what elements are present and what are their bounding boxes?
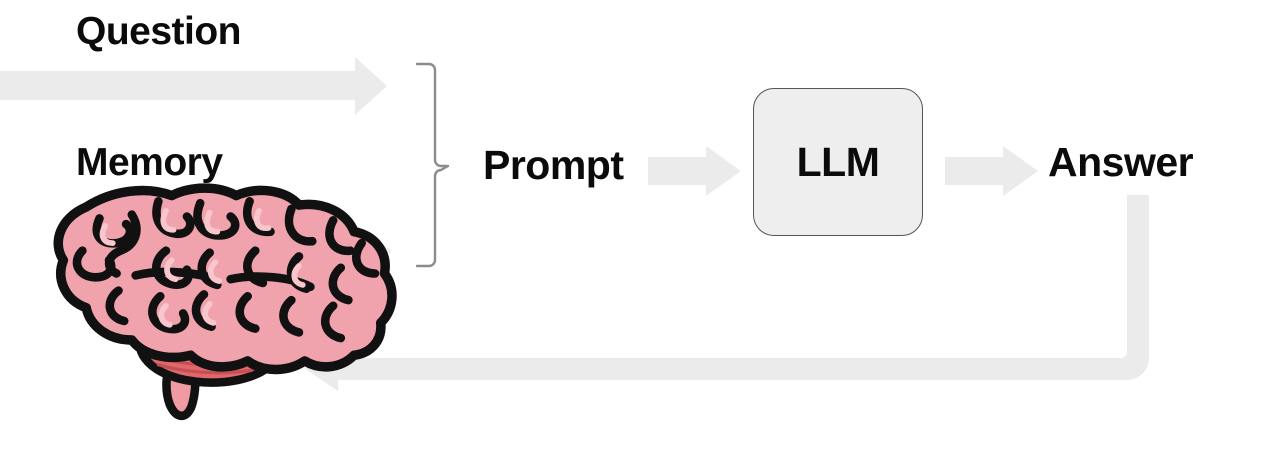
llm-box[interactable] bbox=[753, 88, 923, 236]
arrow-llm-to-answer bbox=[945, 146, 1038, 196]
curly-brace-icon bbox=[415, 62, 450, 268]
llm-label: LLM bbox=[796, 138, 880, 185]
brain-cortex bbox=[53, 183, 397, 375]
arrow-prompt-to-llm bbox=[648, 146, 741, 196]
arrow-question-to-prompt bbox=[0, 57, 387, 115]
brain-highlights bbox=[99, 207, 306, 328]
memory-label: Memory bbox=[76, 141, 223, 184]
prompt-label: Prompt bbox=[483, 142, 624, 188]
question-label: Question bbox=[76, 10, 242, 53]
arrow-answer-to-memory-feedback bbox=[304, 195, 1149, 391]
answer-label: Answer bbox=[1048, 139, 1194, 185]
